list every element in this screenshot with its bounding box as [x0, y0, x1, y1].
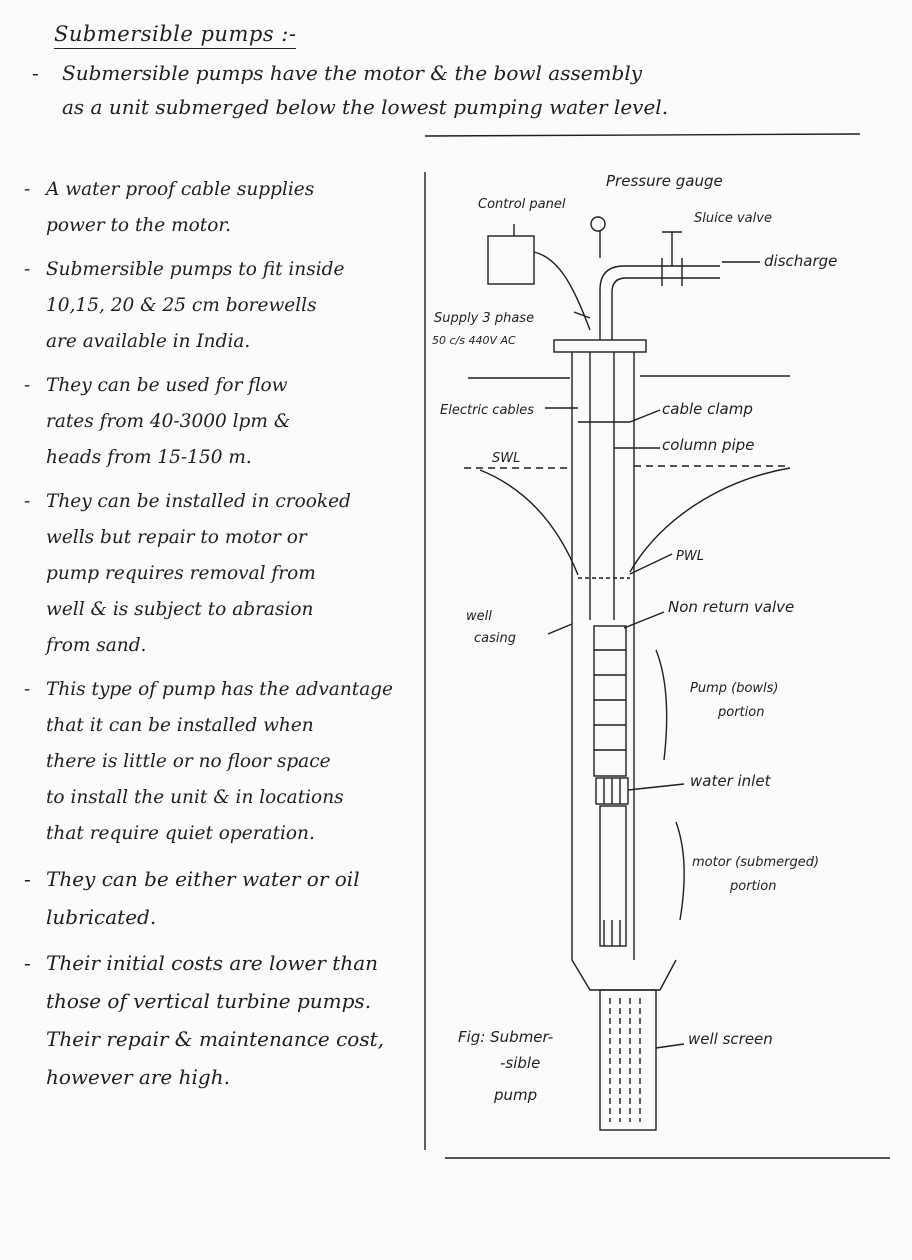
note-line: those of vertical turbine pumps. — [46, 989, 372, 1013]
supply-leader — [573, 311, 591, 319]
pump-bowls — [593, 625, 627, 777]
note-line: Their initial costs are lower than — [46, 951, 379, 975]
bullet-dash: - — [24, 375, 31, 396]
note-line: lubricated. — [46, 905, 157, 929]
casing-reducer — [571, 959, 677, 991]
well-casing-leader — [547, 623, 573, 635]
motor-portion-label-line-2: portion — [729, 879, 776, 894]
electric-cables-label: Electric cables — [440, 403, 534, 418]
water-inlet-label: water inlet — [690, 772, 772, 790]
bullet-dash: - — [24, 491, 31, 512]
note-line: to install the unit & in locations — [46, 787, 344, 808]
bullet-dash: - — [24, 867, 31, 891]
note-line: They can be installed in crooked — [46, 491, 351, 512]
figure-caption-line-1: Fig: Submer- — [458, 1028, 553, 1046]
note-line: power to the motor. — [46, 215, 232, 236]
drawdown-curve-right — [629, 467, 791, 573]
water-inlet-leader — [627, 783, 685, 791]
discharge-pipe-top — [599, 265, 720, 340]
note-line: that it can be installed when — [46, 715, 314, 736]
cable-clamp-label: cable clamp — [662, 400, 753, 418]
note-item: - A water proof cable supplies power to … — [24, 172, 444, 244]
non-return-valve-label: Non return valve — [668, 598, 794, 616]
intro-paragraph: - Submersible pumps have the motor & the… — [32, 56, 892, 124]
note-line: rates from 40-3000 lpm & — [46, 411, 291, 432]
motor-brace — [675, 821, 685, 921]
note-line: Their repair & maintenance cost, — [46, 1027, 384, 1051]
supply-label-line-2: 50 c/s 440V AC — [432, 334, 516, 347]
note-line: A water proof cable supplies — [46, 179, 315, 200]
page-title: Submersible pumps :- — [54, 22, 297, 49]
note-item: - They can be installed in crooked wells… — [24, 484, 444, 664]
figure-caption-line-3: pump — [493, 1086, 537, 1104]
swl-label: SWL — [492, 451, 520, 466]
note-line: however are high. — [46, 1065, 230, 1089]
cable-clamp-leader — [629, 409, 661, 423]
pump-portion-label-line-1: Pump (bowls) — [690, 681, 779, 696]
note-line: heads from 15-150 m. — [46, 447, 252, 468]
control-panel-box — [487, 235, 535, 285]
note-item: - They can be used for flow rates from 4… — [24, 368, 444, 476]
non-return-valve-leader — [623, 611, 665, 629]
bullet-dash: - — [24, 679, 31, 700]
note-line: wells but repair to motor or — [46, 527, 307, 548]
well-screen-leader — [655, 1043, 685, 1049]
note-line: Submersible pumps to fit inside — [46, 259, 345, 280]
supply-label-line-1: Supply 3 phase — [434, 311, 534, 326]
control-panel-label: Control panel — [478, 197, 566, 212]
intro-line-2: as a unit submerged below the lowest pum… — [62, 95, 669, 119]
pwl-label: PWL — [676, 549, 704, 564]
discharge-pipe-bottom — [611, 277, 720, 340]
bullet-dash: - — [24, 259, 31, 280]
note-line: They can be either water or oil — [46, 867, 360, 891]
column-pipe-label: column pipe — [662, 436, 754, 454]
pump-portion-label-line-2: portion — [717, 705, 764, 720]
note-item: - Submersible pumps to fit inside 10,15,… — [24, 252, 444, 360]
note-item: - Their initial costs are lower than tho… — [24, 944, 444, 1096]
note-line: 10,15, 20 & 25 cm borewells — [46, 295, 317, 316]
note-line: there is little or no floor space — [46, 751, 331, 772]
well-head-plate — [553, 339, 647, 353]
bullet-dash: - — [32, 61, 39, 85]
note-line: This type of pump has the advantage — [46, 679, 394, 700]
pressure-gauge-symbol — [590, 216, 606, 232]
note-line: that require quiet operation. — [46, 823, 315, 844]
sluice-valve-label: Sluice valve — [694, 211, 772, 226]
bullet-notes: - A water proof cable supplies power to … — [24, 172, 444, 1104]
pump-brace — [655, 649, 668, 761]
motor-portion-label-line-1: motor (submerged) — [692, 855, 819, 870]
note-line: well & is subject to abrasion — [46, 599, 314, 620]
note-line: from sand. — [46, 635, 147, 656]
discharge-label: discharge — [764, 252, 837, 270]
well-screen-label: well screen — [688, 1030, 773, 1048]
note-line: are available in India. — [46, 331, 251, 352]
pressure-gauge-label: Pressure gauge — [606, 172, 723, 190]
pwl-leader — [629, 553, 673, 575]
frame-top-line — [424, 133, 861, 137]
note-line: They can be used for flow — [46, 375, 288, 396]
note-item: - They can be either water or oil lubric… — [24, 860, 444, 936]
bullet-dash: - — [24, 179, 31, 200]
supply-cable — [533, 251, 591, 331]
well-screen — [599, 989, 657, 1131]
well-casing-label-line-1: well — [466, 609, 492, 624]
well-casing-label-line-2: casing — [474, 631, 516, 646]
bullet-dash: - — [24, 951, 31, 975]
note-line: pump requires removal from — [46, 563, 316, 584]
note-item: - This type of pump has the advantage th… — [24, 672, 444, 852]
intro-line-1: Submersible pumps have the motor & the b… — [62, 61, 643, 85]
figure-caption-line-2: -sible — [500, 1054, 540, 1072]
motor-body — [599, 805, 627, 947]
drawdown-curve-left — [479, 469, 579, 576]
